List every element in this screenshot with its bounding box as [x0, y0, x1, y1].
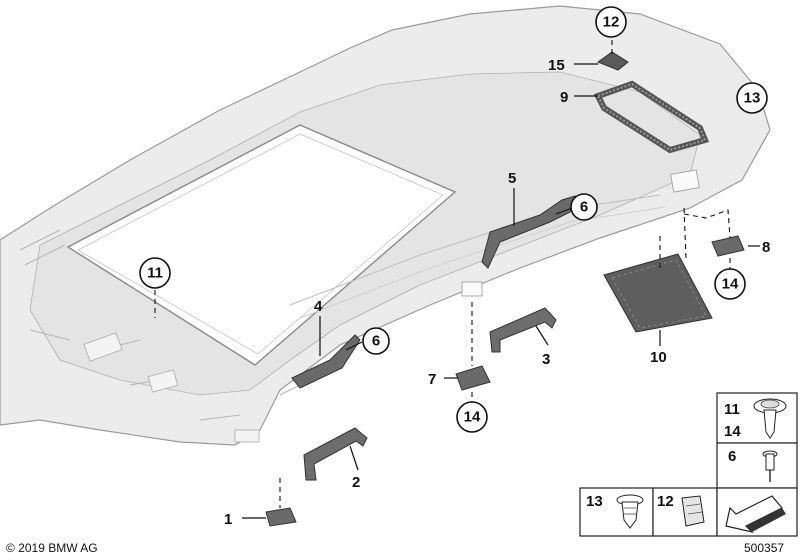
callout-8: 8: [762, 239, 770, 256]
callout-6b: 6: [372, 333, 380, 350]
callout-13-ring: [736, 82, 768, 114]
legend-panel-12: [652, 487, 718, 537]
callout-14b: 14: [464, 409, 481, 426]
document-number: 500357: [744, 541, 785, 555]
callout-3: 3: [542, 351, 550, 368]
callout-14a: 14: [722, 276, 739, 293]
headliner: [0, 5, 771, 446]
callout-5: 5: [508, 170, 516, 187]
copyright-text: © 2019 BMW AG: [6, 541, 98, 555]
callout-6a-ring: [570, 193, 598, 221]
callout-12: 12: [603, 14, 620, 31]
expanding-clip-icon: [616, 494, 644, 529]
legend-13: 13: [586, 493, 603, 510]
legend-panel-13: [579, 487, 654, 537]
callouts: 1 2 3 4 5 6 6 7 8 9 10 11 12 13 14 14 15: [139, 6, 770, 528]
spring-clip-icon: [681, 495, 705, 527]
callout-10: 10: [650, 349, 667, 366]
callout-12-ring: [595, 6, 627, 38]
legend-panel-6: [716, 442, 798, 489]
fastener-legend: 11 14 6 13 12: [579, 392, 798, 537]
callout-6b-ring: [362, 327, 390, 355]
leader-lines: [154, 40, 760, 519]
callout-15: 15: [548, 57, 565, 74]
legend-11: 11: [724, 401, 740, 418]
direction-arrow-icon: [725, 495, 786, 534]
blind-rivet-icon: [762, 450, 778, 482]
callout-11-ring: [139, 257, 171, 289]
parts: [265, 51, 745, 527]
callout-14b-ring: [456, 401, 488, 433]
callout-11: 11: [147, 265, 163, 282]
callout-6a: 6: [580, 199, 588, 216]
callout-13: 13: [744, 90, 761, 107]
callout-4: 4: [314, 298, 323, 315]
callout-14a-ring: [714, 268, 746, 300]
callout-2: 2: [352, 474, 360, 491]
callout-1: 1: [224, 511, 232, 528]
legend-14: 14: [724, 423, 741, 440]
callout-9: 9: [560, 89, 568, 106]
push-rivet-icon: [753, 398, 787, 439]
callout-7: 7: [428, 371, 436, 388]
legend-12: 12: [657, 493, 674, 510]
legend-6: 6: [728, 448, 736, 465]
